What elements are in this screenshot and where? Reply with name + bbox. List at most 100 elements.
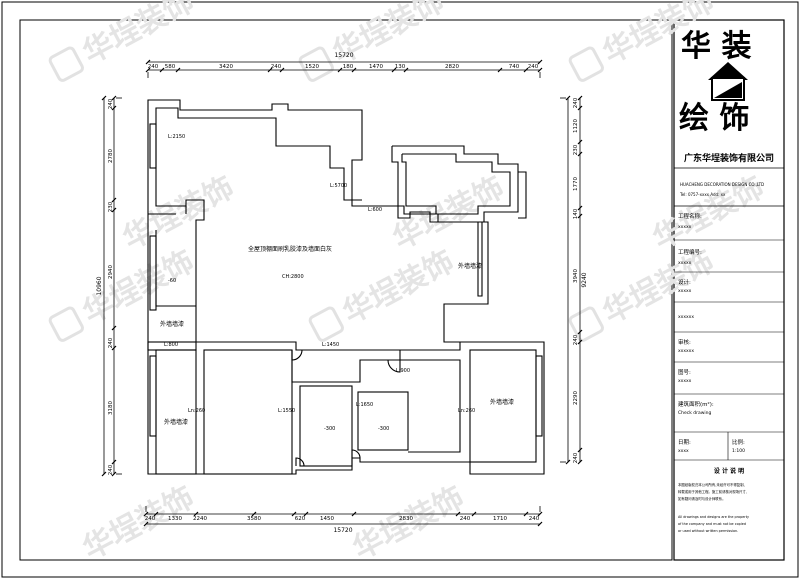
watermark-text: 华埕装饰 [347,480,469,567]
brand-line-2: 绘 饰 [679,101,749,136]
outer-wall-outline [147,99,545,475]
date-label: 日期: [678,439,691,446]
field-value: xxxxxx [678,349,694,354]
window-left-bottom [149,355,157,437]
room-label: L:2150 [168,134,185,140]
dim-label: 240 [145,516,156,522]
door-swing [387,359,401,373]
room-label: L:1650 [356,402,373,408]
wall-right-corridor [477,222,483,297]
field-label: 图号: [678,368,691,376]
note-line: 本图纸版权归本公司所有,未经许可不得复制、 [678,482,747,487]
company-english-2: Tel: 0757-xxxx Add: xx [679,192,726,197]
room-label: Ln:260 [188,408,205,414]
field-value: xxxxxx [678,315,694,320]
watermark-text: 华埕装饰 [327,0,449,71]
room-label: CH:2800 [282,274,304,280]
note-line: 如有疑问请及时与设计师联系。 [678,496,725,501]
wall-bottom-center-right [400,359,461,453]
dim-label: 740 [509,64,520,70]
watermark-text: 华埕装饰 [77,480,199,567]
dim-label: 240 [108,98,114,109]
room-label: -300 [324,426,335,432]
dim-label: 240 [108,337,114,348]
design-notes: 本图纸版权归本公司所有,未经许可不得复制、 转载或用于其他工程。施工前请核对现场… [678,482,749,533]
field-label: 审核: [678,338,691,346]
dim-label: 2830 [399,516,413,522]
field-label: 建筑面积(m²): [678,400,714,408]
dim-label: 230 [108,201,114,212]
inner-wall-mid-left [185,199,205,342]
right-total-dimension: 9240 [581,272,588,287]
dim-label: 1330 [168,516,182,522]
room-bottom-right [469,349,537,463]
left-dimension-chain [101,95,122,477]
room-label: -60 [168,278,176,284]
dim-label: 140 [573,208,579,219]
design-notes-title: 设 计 说 明 [714,467,744,475]
room-label: L:900 [396,368,410,374]
field-value: xxxxx [678,379,692,384]
field-value: Check drawing [678,410,712,416]
bottom-total-dimension: 15720 [333,527,352,534]
room-label: L:800 [164,342,178,348]
dim-label: 3180 [108,401,114,415]
window-right-bottom [535,355,543,437]
wall-upper-right-inner [401,153,511,215]
room-label: 全屋顶棚面刷乳胶漆及墙面白灰 [248,245,332,253]
walls [147,99,545,475]
dim-label: 240 [528,64,539,70]
dim-label: 1120 [573,119,579,133]
right-dimension-chain [560,95,583,465]
room-label: -300 [378,426,389,432]
field-value: xxxxx [678,225,692,230]
room-label: 外墙墙漆 [458,262,482,270]
dim-label: 2820 [445,64,459,70]
dim-label: 3940 [573,269,579,283]
title-block-frame [673,19,785,561]
room-labels: L:2150 L:5700 L:600 全屋顶棚面刷乳胶漆及墙面白灰 CH:28… [160,134,514,432]
balcony-top-right [518,171,527,219]
room-bathroom-2 [357,391,409,451]
bottom-dimension-chain [143,506,543,527]
room-bathroom-1 [299,385,353,467]
wall-bottom-row-top [196,341,461,351]
watermark-text: 华埕装饰 [117,170,239,257]
dim-label: 1770 [573,177,579,191]
note-line: All drawings and designs are the propert… [678,515,749,519]
dim-label: 580 [165,64,176,70]
dim-label: 1470 [369,64,383,70]
window-left-top [149,123,157,169]
company-english-1: HUACHENG DECORATION DESIGN CO.,LTD [680,182,764,187]
room-label: L:5700 [330,183,347,189]
room-label: L:600 [368,207,382,213]
title-block: 华 装 绘 饰 广东华埕装饰有限公司 HUACHENG DECORATION D… [674,29,784,533]
room-label: 外墙墙漆 [160,320,184,328]
door-swing [351,449,361,459]
dim-label: 240 [573,97,579,108]
dim-label: 240 [271,64,282,70]
room-label: Ln:260 [458,408,475,414]
date-value: xxxx [678,449,689,454]
field-value: xxxxx [678,289,692,294]
note-line: of the company and must not be copied [678,522,746,526]
wall-upper-right-room [391,145,519,223]
dim-label: 130 [395,64,406,70]
top-dimension-labels: 240 580 3420 240 1520 180 1470 130 2820 … [148,64,539,70]
dim-label: 1450 [320,516,334,522]
dim-label: 240 [460,516,471,522]
wall-bathroom-top [291,350,401,383]
room-label: L:1450 [322,342,339,348]
field-label: 工程编号: [678,248,702,256]
dim-label: 3420 [219,64,233,70]
note-line: 转载或用于其他工程。施工前请核对现场尺寸, [678,489,747,494]
drawing-frame [19,19,673,561]
dim-label: 1520 [305,64,319,70]
field-label: 设计: [678,278,691,286]
scale-value: 1:100 [732,448,745,454]
bottom-dimension-labels: 240 1330 2240 3580 620 1450 2830 240 171… [145,516,540,522]
title-block-fields: 工程名称: xxxxx 工程编号: xxxxx 设计: xxxxx xxxxxx… [674,212,784,461]
dim-label: 240 [529,516,540,522]
field-value: xxxxx [678,261,692,266]
